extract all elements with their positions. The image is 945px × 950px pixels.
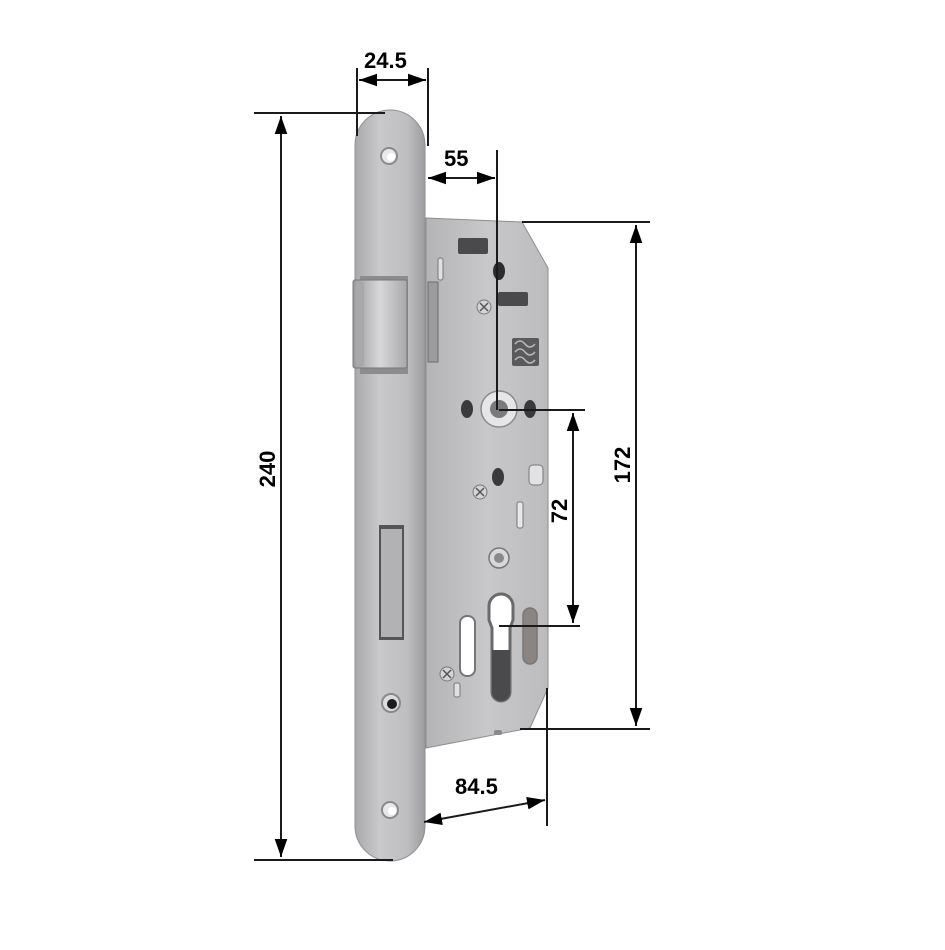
dimension-label-faceplate-width: 24.5 <box>364 48 407 73</box>
dimension-label-case-height: 172 <box>610 446 635 484</box>
dimension-label-handle-to-cylinder: 72 <box>547 498 572 524</box>
euro-cylinder-cutout <box>487 592 515 703</box>
dimension-label-case-depth: 84.5 <box>455 774 498 799</box>
latch-bolt <box>352 276 408 374</box>
dimension-lines <box>254 68 650 861</box>
dimension-label-backset: 55 <box>444 146 469 171</box>
lock-case <box>425 217 549 749</box>
faceplate <box>352 109 426 862</box>
dimension-label-faceplate-height: 240 <box>255 450 280 488</box>
slot-top <box>458 238 488 254</box>
deadbolt <box>379 525 404 640</box>
